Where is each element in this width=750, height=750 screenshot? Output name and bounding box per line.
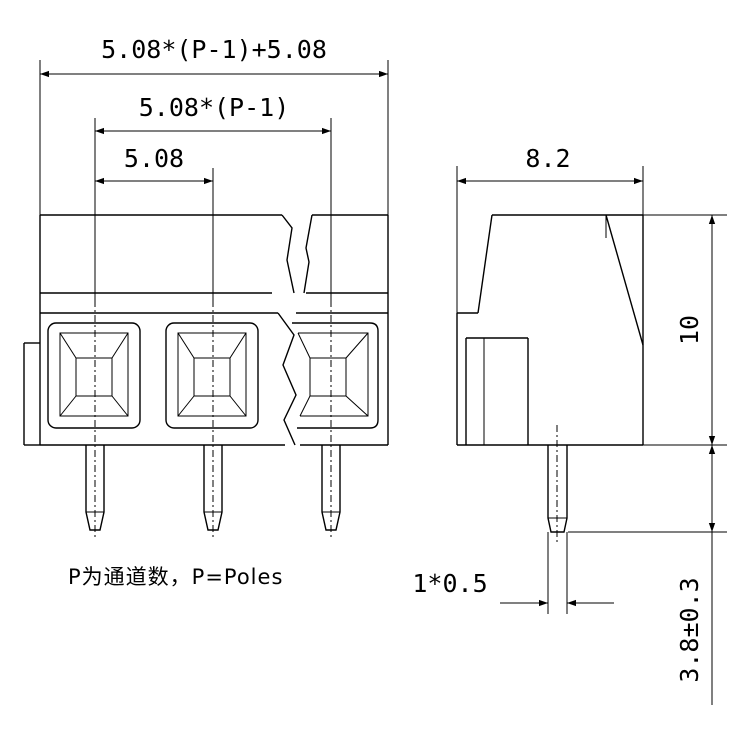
dim-height: 10 bbox=[675, 215, 716, 445]
front-pins bbox=[85, 445, 341, 531]
dim-pin-size-label: 1*0.5 bbox=[412, 569, 487, 598]
front-housing bbox=[23, 214, 389, 446]
dim-pitch: 5.08 bbox=[95, 144, 213, 185]
dim-pin-height-label: 3.8±0.3 bbox=[675, 577, 704, 682]
terminal-window-1 bbox=[47, 322, 141, 429]
terminal-window-3 bbox=[292, 322, 379, 429]
dim-total-width: 5.08*(P-1)+5.08 bbox=[40, 35, 388, 78]
dim-depth: 8.2 bbox=[457, 144, 643, 185]
dim-height-label: 10 bbox=[675, 315, 704, 345]
front-view: 5.08*(P-1)+5.08 5.08*(P-1) 5.08 P为通道数，P=… bbox=[23, 35, 389, 589]
dim-total-width-label: 5.08*(P-1)+5.08 bbox=[101, 35, 327, 64]
dim-pin-height: 3.8±0.3 bbox=[675, 445, 716, 705]
poles-note: P为通道数，P=Poles bbox=[68, 565, 283, 589]
side-pin bbox=[547, 425, 568, 545]
dim-depth-label: 8.2 bbox=[525, 144, 570, 173]
dim-span-label: 5.08*(P-1) bbox=[139, 93, 290, 122]
front-extension-lines bbox=[39, 60, 389, 300]
dim-pitch-label: 5.08 bbox=[124, 144, 184, 173]
pin-centerlines bbox=[94, 300, 332, 538]
side-housing bbox=[456, 214, 644, 446]
side-view: 8.2 10 3.8±0.3 1*0.5 bbox=[412, 144, 727, 705]
side-extension-lines bbox=[456, 166, 727, 614]
terminal-window-2 bbox=[165, 322, 259, 429]
dim-pin-size: 1*0.5 bbox=[412, 569, 614, 607]
dim-span: 5.08*(P-1) bbox=[95, 93, 331, 135]
